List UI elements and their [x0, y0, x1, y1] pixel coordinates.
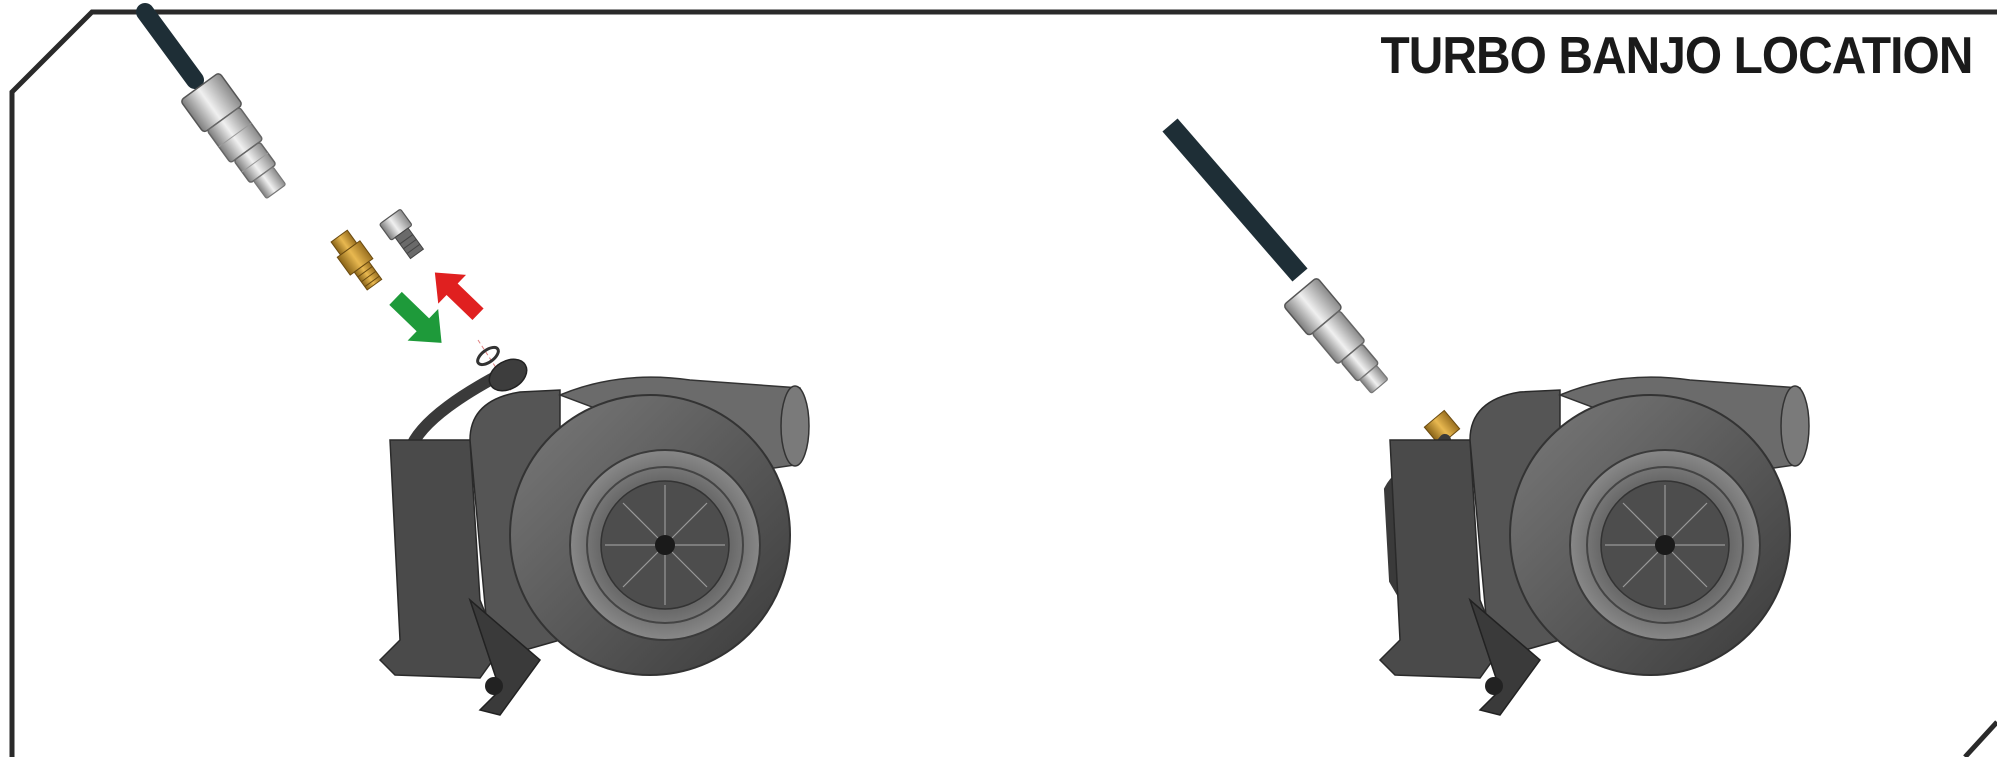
sensor-cable: [1170, 125, 1460, 446]
exploded-install-illustration: [0, 0, 900, 757]
turbocharger: [380, 377, 809, 715]
installed-illustration: [1100, 0, 1997, 757]
brass-adapter: [328, 228, 386, 293]
banjo-bolt: [379, 209, 427, 261]
sensor-cable: [145, 12, 296, 206]
